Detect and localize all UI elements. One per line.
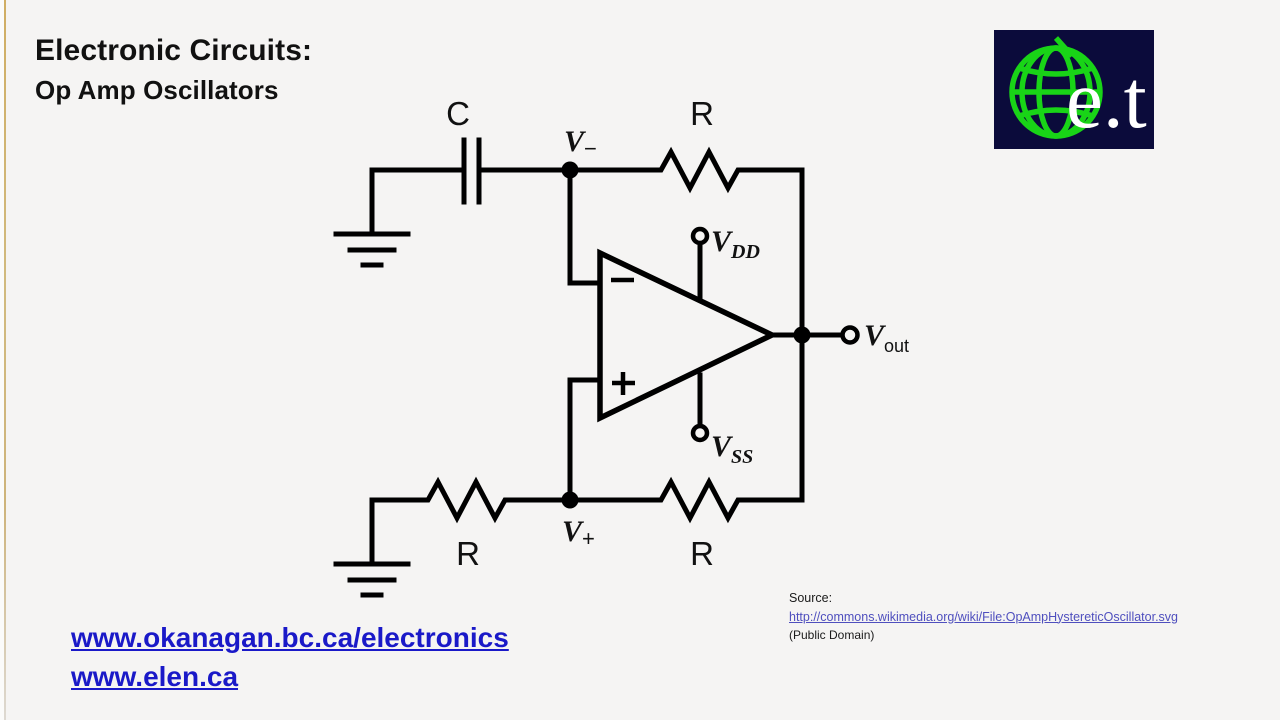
label-vss-subscript: SS <box>731 446 753 468</box>
label-v-minus: V − <box>564 125 597 161</box>
source-url-link[interactable]: http://commons.wikimedia.org/wiki/File:O… <box>789 609 1179 624</box>
footer-links: www.okanagan.bc.ca/electronics www.elen.… <box>71 618 509 696</box>
ground-symbol-top <box>333 167 411 268</box>
wire-node-plus-to-noninverting-input <box>567 377 603 503</box>
opamp-triangle <box>597 248 779 423</box>
ground-symbol-bottom <box>333 497 411 598</box>
label-vdd-subscript: DD <box>730 241 760 263</box>
link-elen-ca[interactable]: www.elen.ca <box>71 661 239 692</box>
label-resistor-bottom-right: R <box>690 535 714 572</box>
node-dot-output <box>793 326 811 344</box>
label-vout-subscript: out <box>884 336 909 356</box>
logo-artwork: e.t <box>1009 36 1147 145</box>
label-capacitor-c: C <box>446 95 470 132</box>
source-label: Source: <box>789 591 833 605</box>
supply-vdd-terminal <box>690 226 710 300</box>
et-logo: e.t <box>994 30 1154 149</box>
label-v-plus-symbol: V <box>562 515 585 548</box>
logo-text: e.t <box>1066 53 1147 145</box>
label-v-minus-symbol: V <box>564 125 587 158</box>
title-line-2: Op Amp Oscillators <box>35 75 279 105</box>
resistor-bottom-right-r <box>567 476 805 524</box>
label-vout-symbol: V <box>864 319 887 352</box>
page-title: Electronic Circuits: Op Amp Oscillators <box>35 31 312 109</box>
wire-node-minus-to-inverting-input <box>567 167 603 286</box>
label-resistor-bottom-left: R <box>456 535 480 572</box>
resistor-top-r <box>567 146 805 194</box>
opamp-noninverting-sign <box>612 372 635 395</box>
source-credit: Source: http://commons.wikimedia.org/wik… <box>789 589 1178 645</box>
label-vss-symbol: V <box>711 430 734 463</box>
source-license-note: (Public Domain) <box>789 628 875 642</box>
label-resistor-top: R <box>690 95 714 132</box>
globe-icon <box>1009 36 1103 139</box>
supply-vss-terminal <box>690 372 710 443</box>
label-vout: V out <box>864 319 909 356</box>
label-vdd-symbol: V <box>711 225 734 258</box>
label-v-minus-subscript: − <box>584 136 597 161</box>
slide-left-margin <box>0 0 4 720</box>
output-terminal-circle <box>840 325 860 345</box>
label-vdd: V DD <box>711 225 760 263</box>
label-vss: V SS <box>711 430 753 468</box>
label-v-plus-subscript: + <box>582 526 595 551</box>
link-okanagan-electronics[interactable]: www.okanagan.bc.ca/electronics <box>71 622 509 653</box>
resistor-bottom-left-r <box>369 476 573 524</box>
slide-accent-rule <box>4 0 6 720</box>
label-v-plus: V + <box>562 515 595 551</box>
title-line-1: Electronic Circuits: <box>35 34 313 67</box>
